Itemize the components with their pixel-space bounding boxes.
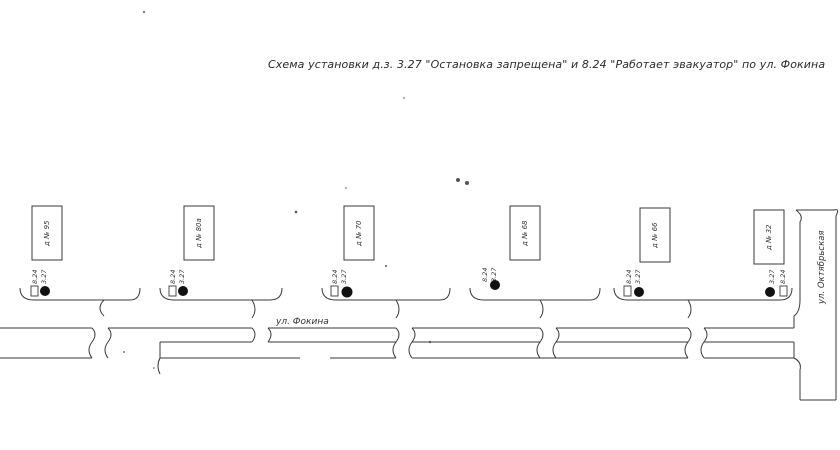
- street-label-cross: ул. Октябрьская: [817, 230, 827, 305]
- side-streets: [88, 327, 708, 375]
- sign-code: 3.27: [340, 269, 348, 284]
- building-70: д № 70: [343, 205, 375, 261]
- sign-code: 3.27: [40, 269, 48, 284]
- sign-group: 3.27 8.24: [765, 269, 788, 297]
- plate-8-24: [330, 285, 339, 297]
- cross-street: [793, 209, 839, 401]
- scheme-title: Схема установки д.з. 3.27 "Остановка зап…: [268, 58, 826, 71]
- plate-code: 8.24: [31, 270, 39, 284]
- building-label: д № 68: [521, 220, 529, 247]
- building-95: д № 95: [31, 205, 63, 261]
- buildings-layer: д № 95 д № 80а д № 70 д № 68 д № 66 д № …: [31, 205, 785, 265]
- sign-3-27: [178, 286, 188, 296]
- plate-code: 8.24: [779, 270, 787, 284]
- sign-3-27: [634, 287, 644, 297]
- sign-code: 3.27: [768, 269, 776, 284]
- sign-code: 3.27: [178, 269, 186, 284]
- building-label: д № 66: [651, 222, 659, 249]
- building-66: д № 66: [639, 207, 671, 263]
- sign-group: 8.24 3.27: [330, 269, 353, 298]
- road-bottom-curb: [0, 341, 794, 359]
- plate-8-24: [623, 285, 632, 297]
- plate-code: 8.24: [331, 270, 339, 284]
- building-label: д № 80а: [195, 218, 203, 249]
- plate-code: 8.24: [169, 270, 177, 284]
- plate-code: 8.24: [481, 268, 489, 282]
- building-68: д № 68: [509, 205, 541, 261]
- sign-code: 3.27: [634, 269, 642, 284]
- sign-3-27: [40, 286, 50, 296]
- building-32: д № 32: [753, 209, 785, 265]
- sign-group: 8.24 3.27: [481, 267, 500, 290]
- scan-specks: [123, 11, 469, 369]
- signs-layer: 8.24 3.27 8.24 3.27 8.24 3.27 8.24 3.27 …: [30, 267, 788, 298]
- plate-8-24: [168, 285, 177, 297]
- sign-3-27: [490, 280, 500, 290]
- building-label: д № 32: [765, 224, 773, 251]
- sign-3-27: [765, 287, 775, 297]
- street-label-main: ул. Фокина: [275, 317, 329, 327]
- sign-group: 8.24 3.27: [168, 269, 188, 297]
- building-80a: д № 80а: [183, 205, 215, 261]
- plate-8-24: [30, 285, 39, 297]
- plate-code: 8.24: [625, 270, 633, 284]
- sidewalk-curbs: [19, 287, 793, 319]
- plate-8-24: [779, 285, 788, 297]
- sign-code: 3.27: [490, 267, 498, 282]
- building-label: д № 95: [43, 220, 51, 247]
- sign-3-27: [341, 286, 353, 298]
- sign-group: 8.24 3.27: [30, 269, 50, 297]
- building-label: д № 70: [355, 220, 363, 247]
- sign-group: 8.24 3.27: [623, 269, 644, 297]
